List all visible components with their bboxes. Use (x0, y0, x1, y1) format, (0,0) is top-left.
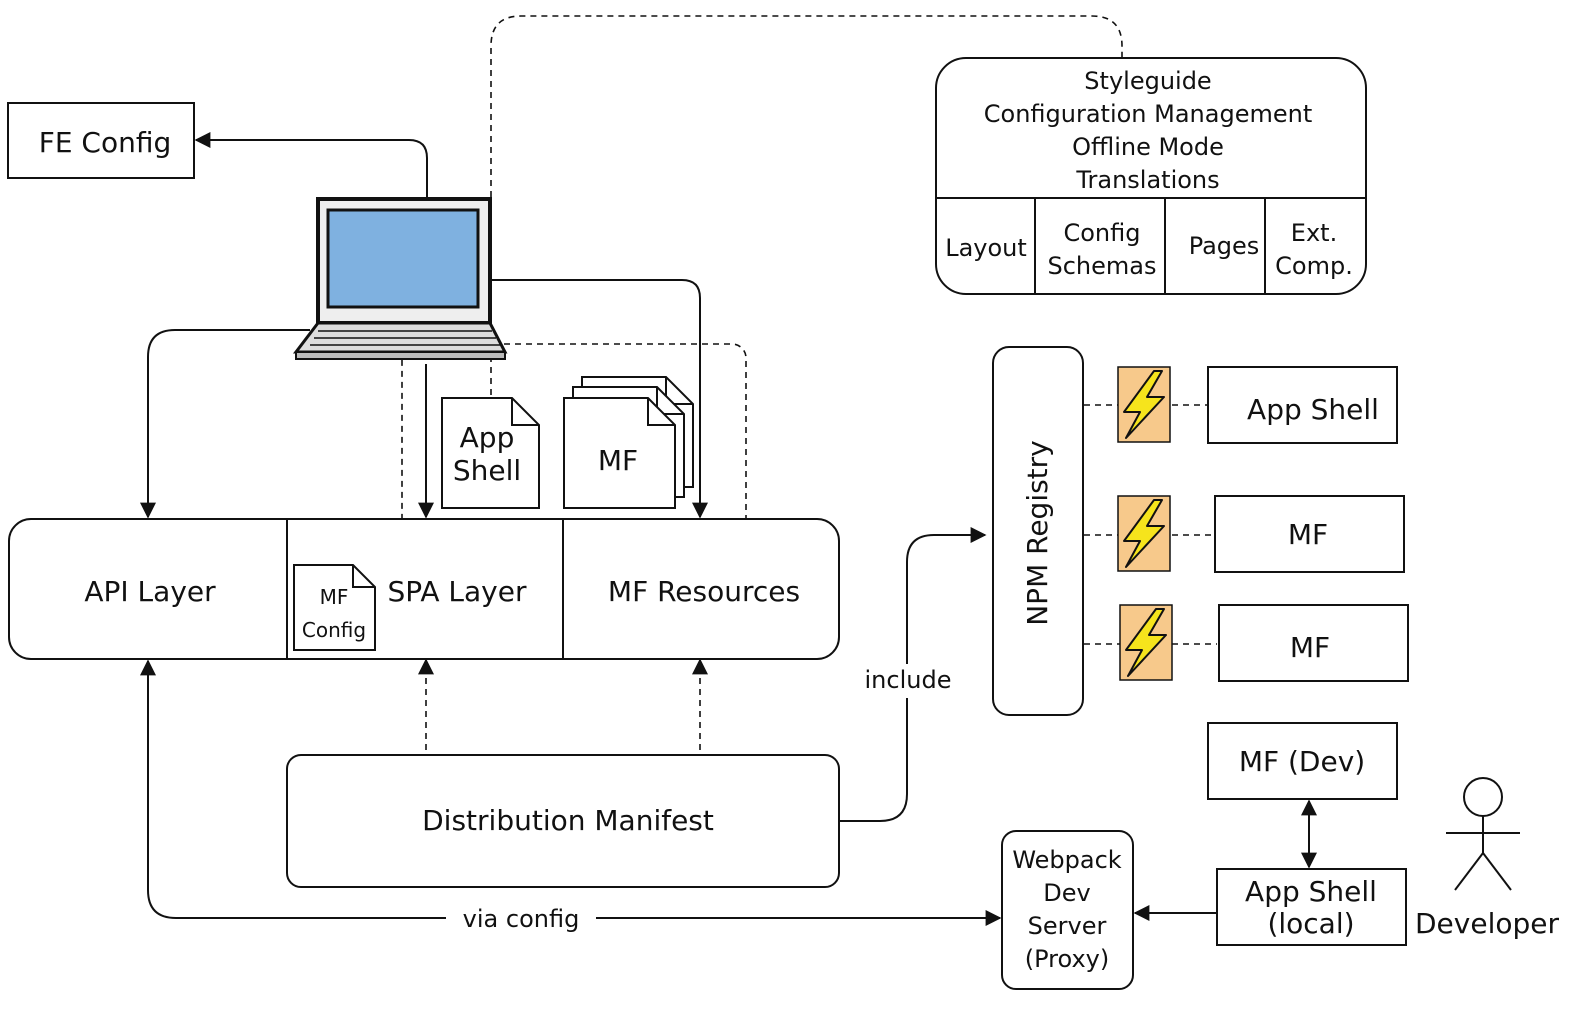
lightning-icon (1119, 604, 1173, 681)
styleguide-cell-pages: Pages (1189, 232, 1260, 260)
app-shell-doc-line-2: Shell (453, 454, 521, 487)
registry-mf-2-label: MF (1290, 631, 1330, 664)
app-shell-local-line-2: (local) (1267, 907, 1354, 940)
mf-config-doc-line-2: Config (302, 618, 366, 642)
webpack-line-2: Dev (1043, 879, 1090, 907)
mf-documents-stack-icon: MF (563, 376, 694, 509)
mf-dev-label: MF (Dev) (1239, 745, 1365, 778)
distribution-manifest-box: Distribution Manifest (286, 754, 840, 888)
registry-app-shell-label: App Shell (1247, 393, 1379, 426)
npm-registry-box: NPM Registry (992, 346, 1084, 716)
styleguide-line-2: Configuration Management (984, 100, 1313, 128)
app-shell-local-box: App Shell (local) (1216, 868, 1407, 946)
dashed-package-region (401, 343, 747, 545)
styleguide-cell-ext: Ext. (1291, 219, 1337, 247)
webpack-line-3: Server (1028, 912, 1107, 940)
styleguide-cell-config: Config (1063, 219, 1140, 247)
lightning-icon (1117, 366, 1171, 443)
styleguide-line-4: Translations (1075, 166, 1219, 194)
mf-config-document-icon: MF Config (293, 564, 376, 651)
mf-doc-label: MF (598, 444, 638, 477)
dashed-link-laptop-to-styleguide (490, 15, 1123, 395)
spa-layer-label: SPA Layer (388, 575, 527, 608)
webpack-line-1: Webpack (1012, 846, 1121, 874)
laptop-screen (326, 208, 480, 309)
distribution-manifest-label: Distribution Manifest (422, 804, 714, 837)
webpack-dev-server-box: Webpack Dev Server (Proxy) (1001, 830, 1134, 990)
npm-registry-label: NPM Registry (1021, 440, 1054, 626)
person-icon (1446, 777, 1520, 891)
webpack-line-4: (Proxy) (1025, 945, 1109, 973)
developer-label: Developer (1415, 907, 1559, 940)
app-shell-doc-line-1: App (460, 421, 515, 454)
include-label: include (865, 666, 952, 694)
registry-mf-box-2: MF (1218, 604, 1409, 682)
mf-dev-box: MF (Dev) (1207, 722, 1398, 800)
via-config-label: via config (463, 905, 580, 933)
styleguide-cell-schemas: Schemas (1048, 252, 1157, 280)
api-layer-label: API Layer (84, 575, 216, 608)
registry-mf-box-1: MF (1214, 495, 1405, 573)
laptop-icon (292, 197, 508, 360)
registry-mf-1-label: MF (1288, 518, 1328, 551)
mf-resources-label: MF Resources (608, 575, 800, 608)
arrow-via-config (140, 659, 1002, 926)
styleguide-box: Styleguide Configuration Management Offl… (935, 57, 1367, 295)
mf-config-doc-line-1: MF (320, 585, 349, 609)
app-shell-local-line-1: App Shell (1245, 875, 1377, 908)
lightning-icon (1117, 495, 1171, 572)
arrow-laptop-to-api-layer (140, 329, 310, 519)
arrow-laptop-to-mf-resources (491, 279, 708, 519)
fe-config-box: FE Config (7, 102, 195, 179)
styleguide-cell-layout: Layout (945, 234, 1027, 262)
fe-config-label: FE Config (39, 126, 172, 159)
styleguide-cell-comp: Comp. (1275, 252, 1353, 280)
styleguide-line-3: Offline Mode (1072, 133, 1224, 161)
layers-box: API Layer SPA Layer MF Resources (8, 518, 840, 660)
registry-app-shell-box: App Shell (1207, 366, 1398, 444)
app-shell-document-icon: App Shell (441, 397, 540, 509)
styleguide-line-1: Styleguide (1084, 67, 1211, 95)
arrow-laptop-to-fe-config (194, 132, 428, 198)
